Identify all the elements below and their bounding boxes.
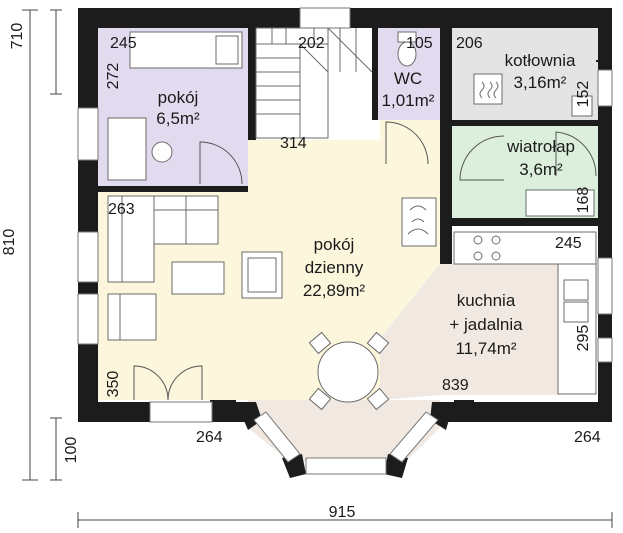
window-top-stairs <box>299 7 351 29</box>
room-area-kuchnia: 11,74m² <box>455 339 516 358</box>
door-swing-icon <box>133 365 169 401</box>
wall-pokoj-right <box>248 28 256 140</box>
window-left-upper <box>77 107 99 161</box>
bay-corner-sw <box>210 400 236 422</box>
wall-left <box>78 8 98 422</box>
room-name-dzienny-1: pokój <box>314 235 355 254</box>
coffee-table-icon <box>171 261 225 295</box>
dim-left-710: 710 <box>9 23 26 50</box>
dim-bottom-left-264: 264 <box>196 429 223 446</box>
door-swing-icon <box>385 121 429 165</box>
room-area-kotlownia: 3,16m² <box>514 73 567 92</box>
dim-kotlownia-206: 206 <box>456 35 483 52</box>
toilet-icon <box>397 31 417 67</box>
wall-right-window-gap-1 <box>596 60 612 62</box>
dim-pokoj-272: 272 <box>105 63 122 90</box>
shoe-cabinet <box>525 189 595 217</box>
dim-stairs-202: 202 <box>298 35 325 52</box>
room-area-pokoj: 6,5m² <box>156 109 200 128</box>
dim-wiatrolap-168: 168 <box>575 187 592 214</box>
armchair-icon <box>241 251 283 299</box>
dim-bottom-915: 915 <box>329 504 356 521</box>
window-bay-right <box>389 411 439 463</box>
wall-wc-left <box>372 28 378 120</box>
room-name-kuchnia-2: + jadalnia <box>449 315 523 334</box>
dim-kuchnia-245: 245 <box>555 235 582 252</box>
dim-wc-105: 105 <box>406 35 433 52</box>
dimension-lines <box>22 9 613 528</box>
room-name-dzienny-2: dzienny <box>305 258 364 277</box>
windows <box>77 7 613 475</box>
fireplace-icon <box>401 197 437 247</box>
dim-dzienny-350: 350 <box>105 371 122 398</box>
desk-icon <box>107 117 173 181</box>
window-bottom-door <box>149 401 213 423</box>
room-area-dzienny: 22,89m² <box>303 281 366 300</box>
room-name-kotlownia: kotłownia <box>505 51 576 70</box>
window-bay-bottom <box>305 457 387 475</box>
wall-kotlownia-bottom <box>452 120 598 126</box>
dim-dzienny-263: 263 <box>108 201 135 218</box>
dim-kotlownia-152: 152 <box>575 81 592 108</box>
door-swing-icon <box>199 141 243 185</box>
door-swing-icon <box>555 131 597 177</box>
window-right-kitchen-lower <box>597 337 613 363</box>
wall-wiatrolap-bottom <box>452 218 598 226</box>
room-labels: pokój 6,5m² WC 1,01m² kotłownia 3,16m² w… <box>156 51 576 358</box>
window-bay-left <box>253 411 301 463</box>
door-swing-icon <box>167 365 203 401</box>
armchair-icon <box>107 293 157 341</box>
window-right-kitchen-upper <box>597 257 613 315</box>
boiler-tank <box>571 95 593 117</box>
window-right-kotlownia <box>597 69 613 107</box>
wall-pokoj-bottom <box>98 186 248 192</box>
room-fill-bay <box>248 400 440 462</box>
dim-hall-314: 314 <box>280 135 307 152</box>
wall-right <box>598 8 612 422</box>
room-name-pokoj: pokój <box>158 88 199 107</box>
dim-left-810: 810 <box>1 229 18 256</box>
sink-icon <box>563 279 589 323</box>
stove-icon <box>453 231 597 265</box>
bay-pier-left <box>236 402 262 430</box>
window-left-middle <box>77 231 99 283</box>
room-name-kuchnia-1: kuchnia <box>457 291 516 310</box>
room-area-wiatrolap: 3,6m² <box>519 160 563 179</box>
wall-bottom-right <box>436 402 612 422</box>
room-area-wc: 1,01m² <box>382 91 435 110</box>
room-name-wc: WC <box>394 69 422 88</box>
door-swing-icon <box>459 135 505 181</box>
stairs-icon <box>255 27 373 139</box>
dim-left-100: 100 <box>63 437 80 464</box>
bed-icon <box>129 31 243 69</box>
dim-kuchnia-295: 295 <box>575 325 592 352</box>
wall-wc-right <box>440 28 452 264</box>
room-fill-kuchnia <box>380 264 560 400</box>
room-name-wiatrolap: wiatrołap <box>506 137 575 156</box>
window-left-lower <box>77 293 99 345</box>
sofa-icon <box>107 195 219 283</box>
dining-table-icon <box>308 331 390 411</box>
dim-kuchnia-839: 839 <box>442 377 469 394</box>
dim-pokoj-245: 245 <box>110 35 137 52</box>
dim-bottom-right-264: 264 <box>574 429 601 446</box>
dimension-labels: 710 810 100 915 245 272 202 105 206 152 … <box>1 23 601 521</box>
boiler-icon <box>473 73 503 105</box>
bay-corner-se <box>454 400 474 422</box>
